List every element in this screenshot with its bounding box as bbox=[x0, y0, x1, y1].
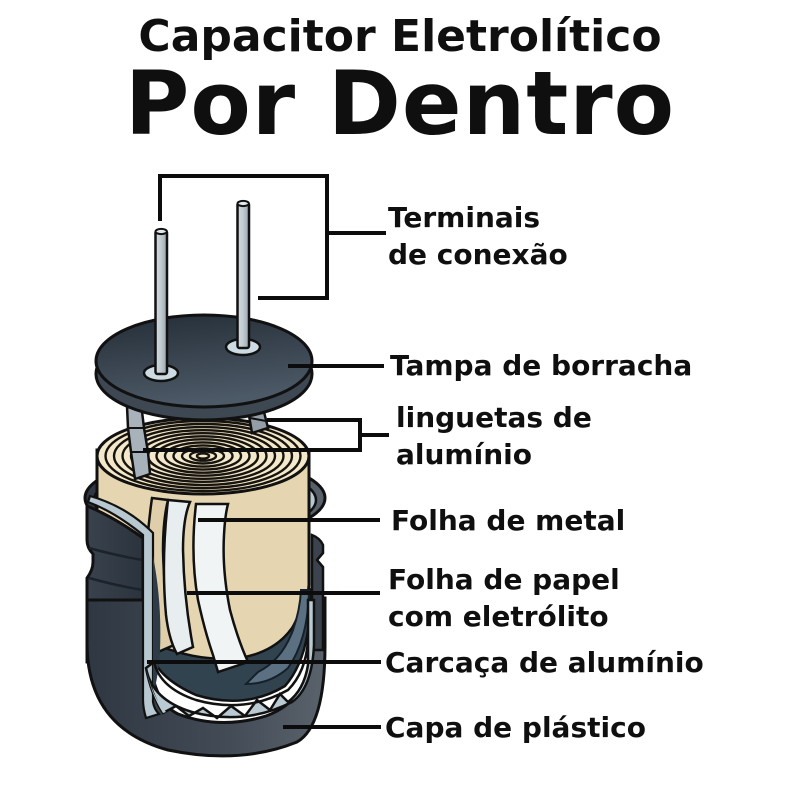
label-tampa: Tampa de borracha bbox=[390, 349, 693, 382]
aluminum-case-edge bbox=[86, 494, 162, 720]
leader-lines bbox=[143, 174, 389, 729]
label-linguetas: linguetas de alumínio bbox=[396, 401, 592, 471]
pin-right bbox=[236, 201, 251, 350]
bracket-terminais bbox=[158, 174, 386, 300]
paper-electrolyte-strip bbox=[192, 502, 250, 674]
label-folha-metal: Folha de metal bbox=[391, 504, 626, 537]
label-terminais: Terminais de conexão bbox=[388, 201, 568, 271]
crimp-groove bbox=[88, 546, 144, 592]
rubber-cap bbox=[94, 313, 314, 422]
label-carcaca: Carcaça de alumínio bbox=[385, 646, 704, 679]
page-title-line2: Por Dentro bbox=[124, 52, 676, 155]
metal-foil-strip bbox=[162, 498, 195, 656]
case-inner-wall bbox=[243, 589, 311, 686]
pin-left bbox=[154, 229, 169, 376]
aluminum-case-bottom bbox=[144, 598, 316, 720]
terminal-pins bbox=[154, 199, 251, 376]
bracket-linguetas bbox=[143, 418, 389, 452]
page-title-line1: Capacitor Eletrolítico bbox=[138, 11, 662, 62]
label-folha-papel: Folha de papel com eletrólito bbox=[388, 563, 620, 633]
label-capa: Capa de plástico bbox=[385, 711, 646, 744]
